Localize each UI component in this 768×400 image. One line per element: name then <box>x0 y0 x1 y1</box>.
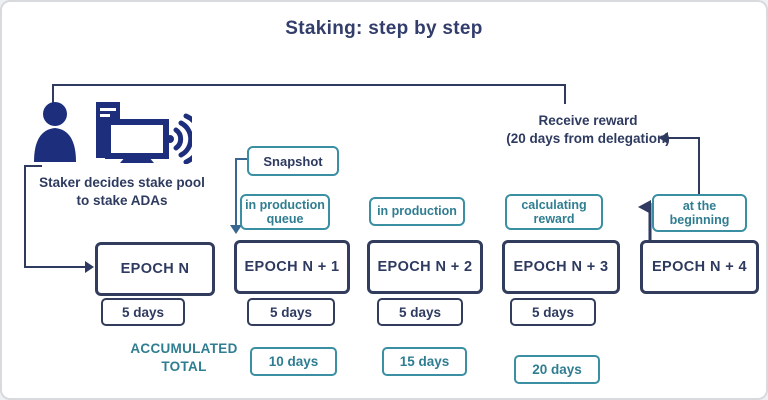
accumulated-value: 20 days <box>532 362 582 377</box>
desktop-computer-icon <box>96 102 169 163</box>
epoch-box-n: EPOCH N <box>95 242 215 296</box>
status-label: calculating reward <box>521 197 587 226</box>
staker-caption-line1: Staker decides stake pool <box>39 175 205 190</box>
reward-connector-vertical <box>698 138 700 194</box>
accumulated-box: 10 days <box>250 347 337 376</box>
epoch-label: EPOCH N + 2 <box>377 259 473 275</box>
loop-line-right-vertical <box>564 84 566 104</box>
status-label: in production queue <box>245 197 325 226</box>
status-label: in production <box>377 204 457 219</box>
duration-box: 5 days <box>101 298 185 326</box>
status-box-calculating-reward: calculating reward <box>505 194 603 230</box>
duration-label: 5 days <box>269 304 313 320</box>
accumulated-total-label: ACCUMULATED TOTAL <box>114 340 254 375</box>
staker-connector-bottom <box>24 266 85 268</box>
epoch-label: EPOCH N + 4 <box>651 259 748 275</box>
loop-line-horizontal <box>52 84 566 86</box>
receive-reward-caption: Receive reward (20 days from delegation) <box>490 112 686 147</box>
status-box-in-production: in production <box>369 197 465 226</box>
duration-label: 5 days <box>398 304 442 320</box>
epoch-box-n3: EPOCH N + 3 <box>502 240 620 294</box>
person-icon <box>34 102 76 162</box>
status-box-at-the-beginning: at the beginning <box>652 194 747 232</box>
snapshot-label: Snapshot <box>263 153 323 169</box>
status-box-production-queue: in production queue <box>240 194 330 230</box>
snapshot-connector-horizontal <box>235 158 247 160</box>
wifi-signal-icon <box>166 113 192 164</box>
accumulated-label-line1: ACCUMULATED <box>130 341 238 356</box>
staker-caption: Staker decides stake pool to stake ADAs <box>24 174 220 209</box>
staker-connector-vertical <box>24 165 26 268</box>
duration-label: 5 days <box>121 304 165 320</box>
snapshot-connector-vertical <box>235 158 237 226</box>
staker-connector-top <box>24 165 42 167</box>
duration-box: 5 days <box>510 298 596 326</box>
accumulated-value: 15 days <box>399 354 450 369</box>
epoch-label: EPOCH N <box>120 261 190 277</box>
epoch-label: EPOCH N + 3 <box>513 259 609 275</box>
status-label: at the beginning <box>669 198 730 227</box>
staker-caption-line2: to stake ADAs <box>76 192 168 208</box>
flag-icon <box>638 200 652 242</box>
duration-label: 5 days <box>531 304 575 320</box>
receive-reward-line1: Receive reward <box>538 113 638 128</box>
arrow-right-to-epoch-n <box>85 261 94 273</box>
accumulated-value: 10 days <box>268 354 319 369</box>
receive-reward-line2: (20 days from delegation) <box>506 130 670 146</box>
arrow-left-to-reward-text <box>659 132 668 144</box>
snapshot-box: Snapshot <box>247 146 339 176</box>
arrow-down-to-epoch-n1 <box>230 225 242 234</box>
accumulated-box: 20 days <box>514 355 600 384</box>
staker-graphic <box>34 102 192 164</box>
reward-connector-horizontal <box>668 137 700 139</box>
accumulated-label-line2: TOTAL <box>161 358 207 374</box>
duration-box: 5 days <box>247 298 335 326</box>
epoch-label: EPOCH N + 1 <box>244 259 340 275</box>
duration-box: 5 days <box>377 298 463 326</box>
epoch-box-n2: EPOCH N + 2 <box>367 240 483 294</box>
page-title: Staking: step by step <box>285 18 483 39</box>
epoch-box-n4: EPOCH N + 4 <box>640 240 759 294</box>
accumulated-box: 15 days <box>382 347 467 376</box>
loop-line-left-vertical <box>52 84 54 114</box>
epoch-box-n1: EPOCH N + 1 <box>234 240 350 294</box>
